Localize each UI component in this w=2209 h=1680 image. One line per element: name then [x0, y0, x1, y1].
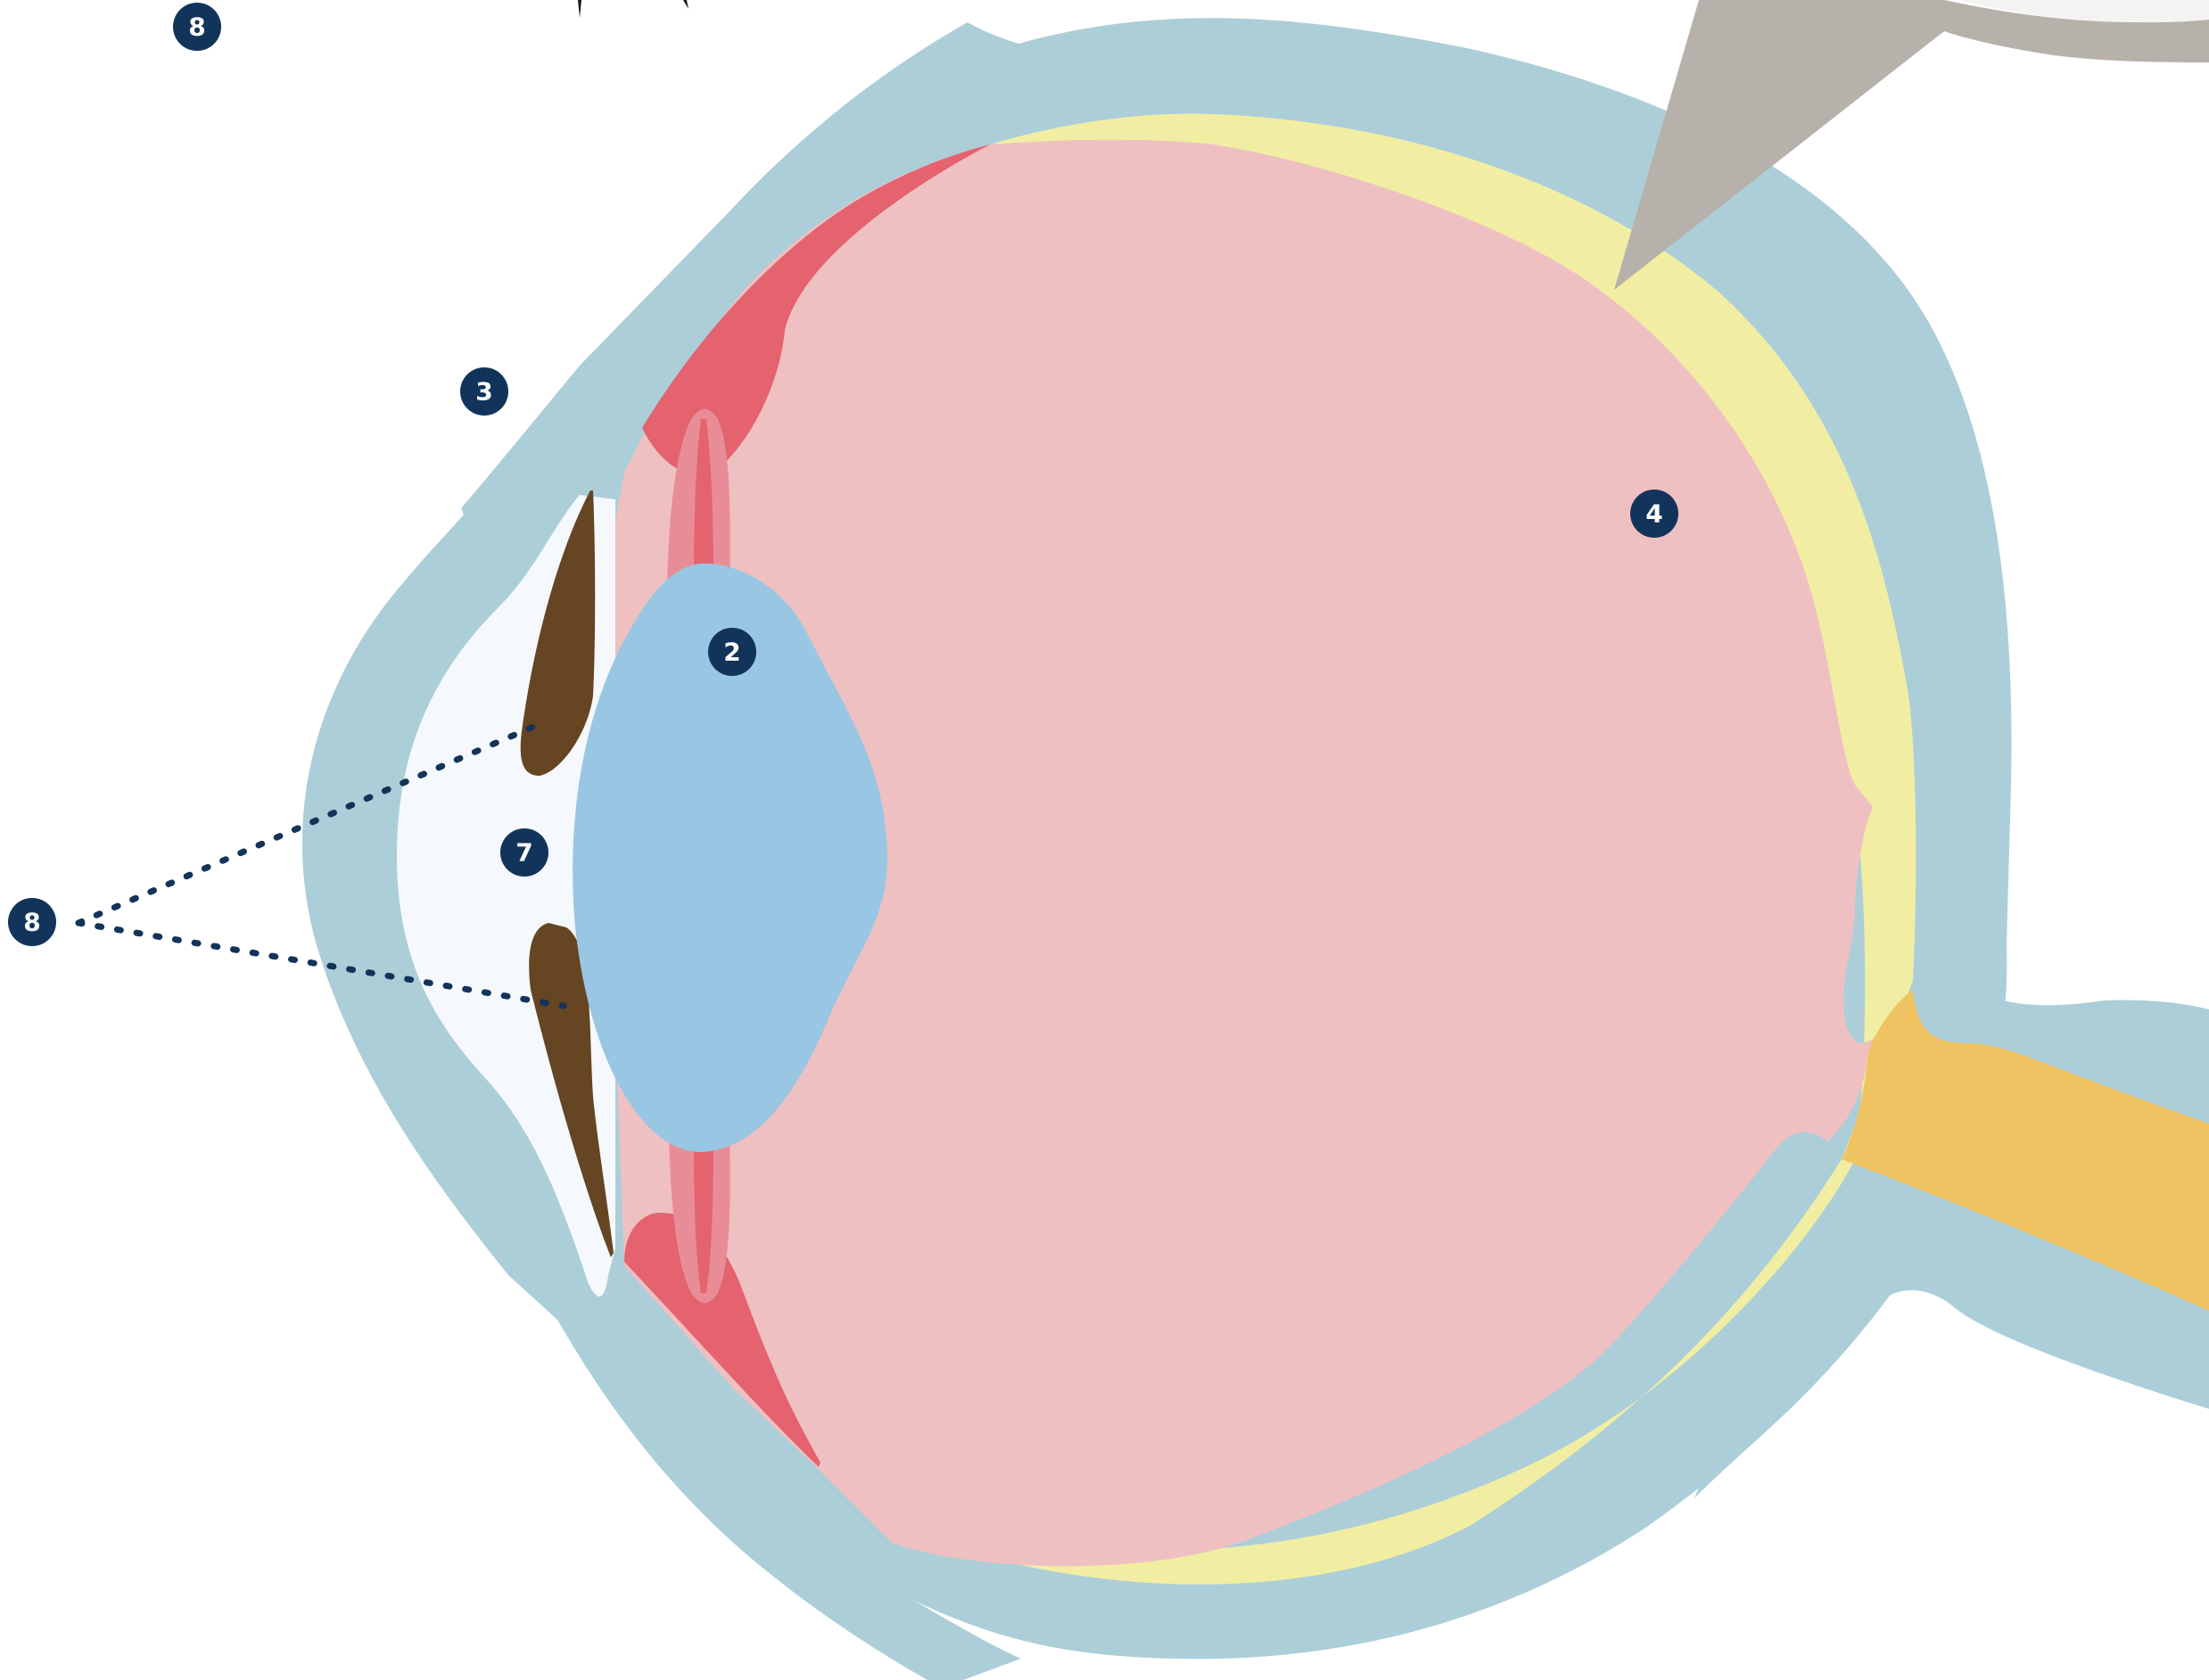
marker-8-top-label: 8 [188, 12, 205, 42]
marker-4-label: 4 [1645, 499, 1662, 529]
marker-8-top: 8 [173, 3, 221, 51]
marker-8-left-label: 8 [23, 908, 40, 937]
eyelash-mark [578, 0, 688, 18]
marker-2: 2 [708, 628, 756, 676]
marker-3: 3 [460, 367, 508, 416]
marker-2-label: 2 [723, 638, 740, 667]
marker-7: 7 [500, 828, 548, 877]
marker-3-label: 3 [475, 377, 492, 407]
marker-7-label: 7 [515, 838, 532, 868]
marker-8-left: 8 [8, 898, 56, 946]
marker-4: 4 [1630, 490, 1678, 538]
